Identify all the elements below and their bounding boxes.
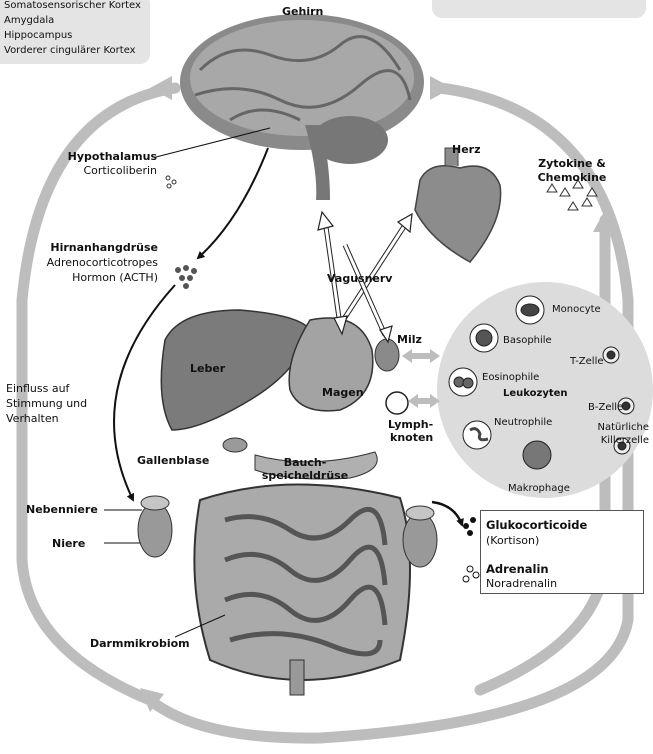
acth-dots bbox=[175, 265, 197, 289]
intestines-illustration bbox=[194, 484, 410, 695]
label-bauch: Bauch- bbox=[250, 456, 360, 470]
label-zytokine: Zytokine & bbox=[527, 157, 617, 171]
brain-illustration bbox=[180, 14, 424, 200]
label-adrenalin: Adrenalin bbox=[486, 562, 549, 576]
brain-regions-box: Somatosensorischer Kortex Amygdala Hippo… bbox=[0, 0, 150, 64]
label-b-zelle: B-Zelle bbox=[588, 401, 623, 415]
label-darmmikrobiom: Darmmikrobiom bbox=[90, 637, 190, 651]
label-milz: Milz bbox=[397, 333, 422, 347]
label-leber: Leber bbox=[190, 362, 225, 376]
liver-illustration bbox=[161, 310, 310, 430]
label-einfluss-1: Einfluss auf bbox=[6, 382, 69, 396]
info-box-top-right bbox=[432, 0, 646, 18]
gallbladder-illustration bbox=[223, 438, 247, 452]
label-natuerliche: Natürliche bbox=[585, 421, 649, 435]
label-hypothalamus: Hypothalamus bbox=[50, 150, 157, 164]
label-acth-line1: Adrenocorticotropes bbox=[20, 256, 158, 270]
label-herz: Herz bbox=[452, 143, 481, 157]
label-monocyte: Monocyte bbox=[552, 303, 601, 317]
hormone-dots bbox=[463, 517, 479, 582]
label-noradrenalin: Noradrenalin bbox=[486, 577, 557, 591]
label-acth-line2: Hormon (ACTH) bbox=[20, 271, 158, 285]
label-glukokortikoide: Glukocorticoide bbox=[486, 518, 587, 532]
label-magen: Magen bbox=[322, 386, 364, 400]
label-makrophage: Makrophage bbox=[508, 482, 570, 496]
label-knoten: knoten bbox=[390, 431, 433, 445]
arrow-hypothalamus-to-pituitary bbox=[198, 148, 268, 258]
label-killerzelle: Killerzelle bbox=[585, 434, 649, 448]
label-nebenniere: Nebenniere bbox=[26, 503, 98, 517]
label-kortison: (Kortison) bbox=[486, 534, 539, 548]
label-einfluss-2: Stimmung und bbox=[6, 397, 87, 411]
arrow-adrenal-to-hormones bbox=[432, 502, 462, 525]
spleen-illustration bbox=[375, 339, 399, 371]
label-vagusnerv: Vagusnerv bbox=[327, 272, 392, 286]
label-t-zelle: T-Zelle bbox=[570, 355, 604, 369]
right-kidney-illustration bbox=[403, 506, 437, 567]
label-basophile: Basophile bbox=[503, 334, 552, 348]
label-speicheldruese: speicheldrüse bbox=[250, 469, 360, 483]
crh-dots bbox=[166, 176, 176, 188]
label-lymph: Lymph- bbox=[388, 418, 433, 432]
brain-region-item: Somatosensorischer Kortex bbox=[4, 0, 150, 13]
label-corticoliberin: Corticoliberin bbox=[50, 164, 157, 178]
label-neutrophile: Neutrophile bbox=[494, 416, 552, 430]
label-eosinophile: Eosinophile bbox=[482, 371, 539, 385]
label-einfluss-3: Verhalten bbox=[6, 412, 59, 426]
brain-region-item: Hippocampus bbox=[4, 28, 150, 43]
label-gallenblase: Gallenblase bbox=[137, 454, 209, 468]
label-niere: Niere bbox=[52, 537, 85, 551]
left-kidney-illustration bbox=[138, 496, 172, 557]
brain-region-item: Amygdala bbox=[4, 13, 150, 28]
label-gehirn: Gehirn bbox=[282, 5, 323, 19]
lymph-node-illustration bbox=[386, 392, 408, 414]
brain-region-item: Vorderer cingulärer Kortex bbox=[4, 43, 150, 58]
label-chemokine: Chemokine bbox=[527, 171, 617, 185]
label-hirnanhangdruese: Hirnanhangdrüse bbox=[20, 241, 158, 255]
heart-illustration bbox=[415, 148, 501, 262]
label-leukozyten: Leukozyten bbox=[503, 387, 568, 401]
